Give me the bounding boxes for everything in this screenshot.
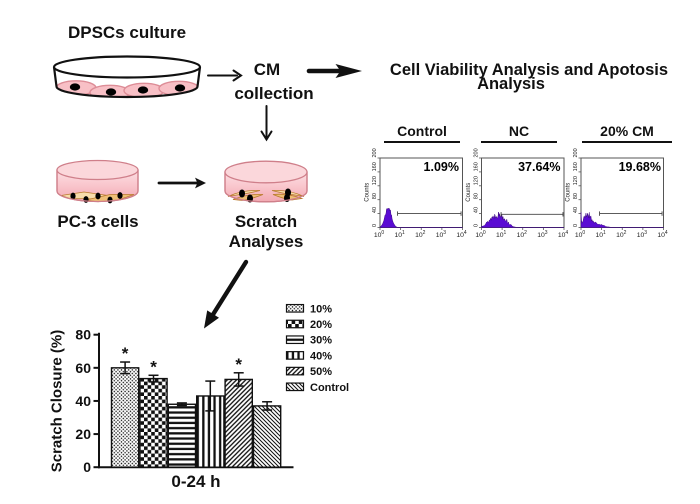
panel-label-nc: NC: [508, 123, 530, 139]
panel-label-control: Control: [397, 123, 447, 139]
dpscs-culture-label: DPSCs culture: [67, 23, 187, 42]
flow-ytick: 120: [372, 176, 378, 185]
arrow-dish-to-cm: [207, 69, 243, 82]
arrow-cm-to-analysis: [306, 64, 362, 78]
flow-ytick: 40: [474, 207, 480, 213]
significance-star: *: [122, 344, 129, 363]
arrow-scratch-to-chart: [204, 259, 249, 329]
panel-label-20cm: 20% CM: [600, 123, 654, 139]
flow-ylabel: Counts: [466, 183, 472, 202]
flow-ylabel: Counts: [365, 183, 371, 202]
flow-xtick: 101: [595, 230, 606, 239]
flow-ytick: 0: [573, 224, 579, 227]
bar-chart: 0 20 40 60 80 * * * 10% 20% 30% 40% 50% Control: [75, 303, 349, 475]
flow-ytick: 0: [372, 224, 378, 227]
viability-title-line2: Analysis: [477, 75, 545, 93]
flow-xtick: 100: [475, 230, 486, 239]
legend-swatch-Control: [285, 382, 305, 392]
bar-ytick: 60: [75, 360, 91, 376]
percent-20cm: 19.68%: [618, 160, 661, 174]
flow-ytick: 80: [474, 193, 480, 199]
flow-histogram-1: [481, 211, 564, 228]
flow-xtick: 103: [537, 230, 548, 239]
flow-ylabel: Counts: [566, 183, 572, 202]
significance-star: *: [235, 355, 242, 374]
dpscs-dish: [52, 55, 202, 99]
legend-label-40%: 40%: [310, 350, 332, 362]
flow-xtick: 102: [616, 230, 627, 239]
flow-ytick: 160: [372, 162, 378, 171]
bar-legend: 10% 20% 30% 40% 50% Control: [285, 303, 349, 394]
flow-ytick: 200: [372, 148, 378, 157]
flow-xtick: 100: [374, 230, 385, 239]
flow-ytick: 120: [474, 176, 480, 185]
legend-swatch-20%: [285, 319, 305, 329]
bar-ytick: 80: [75, 327, 91, 343]
flow-ytick: 200: [573, 148, 579, 157]
flow-histogram-0: [379, 207, 463, 228]
legend-swatch-50%: [285, 366, 305, 376]
flow-xtick: 102: [517, 230, 528, 239]
flow-xtick: 102: [415, 230, 426, 239]
panel-underline-control: [384, 141, 460, 144]
bar-ytick: 40: [75, 393, 91, 409]
scratch-analyses-label-line2: Analyses: [228, 232, 304, 251]
percent-nc: 37.64%: [518, 160, 561, 174]
legend-label-30%: 30%: [310, 335, 332, 347]
flow-xtick: 103: [637, 230, 648, 239]
flow-xtick: 104: [558, 230, 569, 239]
arrow-collection-down: [260, 105, 273, 142]
bar-10%: [110, 367, 140, 468]
legend-label-Control: Control: [310, 382, 349, 394]
significance-star: *: [150, 357, 157, 376]
bar-ytick: 20: [75, 426, 91, 442]
flow-xtick: 101: [496, 230, 507, 239]
flow-xtick: 103: [436, 230, 447, 239]
bar-Control: [252, 405, 282, 468]
flow-ytick: 0: [474, 224, 480, 227]
scratch-dish: [224, 160, 308, 203]
viability-title-line1: Cell Viability Analysis and Apotosis: [389, 61, 669, 79]
legend-label-20%: 20%: [310, 319, 332, 331]
flow-histogram-2: [580, 212, 664, 228]
flow-ytick: 160: [474, 162, 480, 171]
flow-xtick: 101: [394, 230, 405, 239]
legend-swatch-10%: [285, 303, 305, 313]
cm-collection-label-line2: collection: [234, 84, 314, 103]
flow-ytick: 40: [573, 207, 579, 213]
legend-label-50%: 50%: [310, 366, 332, 378]
scratch-analyses-label-line1: Scratch: [234, 212, 298, 231]
flow-ytick: 80: [372, 193, 378, 199]
flow-ytick: 160: [573, 162, 579, 171]
panel-underline-nc: [481, 141, 557, 144]
flow-xtick: 104: [456, 230, 467, 239]
bar-30%: [167, 403, 197, 468]
legend-swatch-30%: [285, 335, 305, 345]
flow-ytick: 80: [573, 193, 579, 199]
bar-xlabel: 0-24 h: [171, 472, 221, 491]
flow-xtick: 100: [575, 230, 586, 239]
flow-ytick: 40: [372, 207, 378, 213]
bar-40%: [195, 395, 225, 468]
legend-label-10%: 10%: [310, 303, 332, 315]
arrow-pc3-to-scratch: [157, 177, 206, 189]
panel-underline-20cm: [582, 141, 672, 144]
legend-swatch-40%: [285, 351, 305, 360]
pc3-cells-label: PC-3 cells: [57, 212, 139, 231]
percent-control: 1.09%: [423, 160, 459, 174]
flow-ytick: 200: [474, 148, 480, 157]
flow-xtick: 104: [657, 230, 668, 239]
cm-collection-label-line1: CM: [253, 60, 281, 79]
bar-50%: [224, 378, 254, 468]
flow-ytick: 120: [573, 176, 579, 185]
bar-ylabel: Scratch Closure (%): [48, 329, 66, 473]
bar-20%: [139, 377, 168, 468]
pc3-dish: [56, 159, 139, 204]
bar-ytick: 0: [83, 459, 91, 475]
